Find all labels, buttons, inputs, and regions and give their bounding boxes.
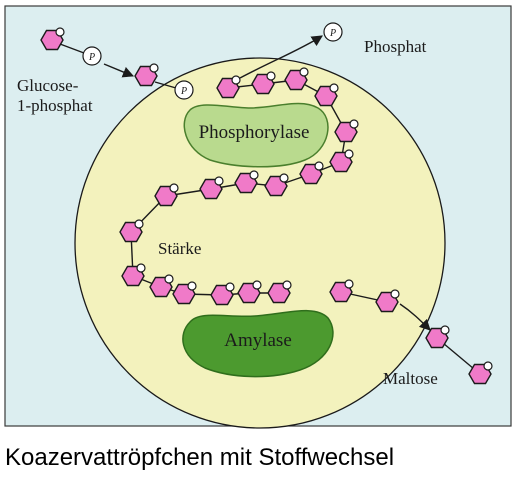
phosphate-symbol: P — [329, 28, 336, 39]
phosphat-label: Phosphat — [364, 37, 427, 56]
glucose-oh-group — [214, 176, 224, 186]
maltose-arrow — [399, 303, 431, 331]
coacervate-droplet — [74, 57, 446, 429]
glucose-chains — [40, 27, 493, 385]
glucose-oh-group — [249, 170, 259, 180]
phosphate-released: P — [239, 22, 343, 79]
uptake-arrow — [103, 63, 135, 78]
glucose-oh-group — [164, 274, 174, 284]
amylase-enzyme: Amylase — [182, 309, 334, 378]
glucose-oh-group — [329, 83, 339, 93]
glucose-oh-group — [282, 280, 292, 290]
phosphate-bond — [59, 43, 85, 54]
glucose-oh-group — [252, 280, 262, 290]
amylase-label: Amylase — [224, 330, 292, 351]
glucose-oh-group — [279, 173, 289, 183]
phosphorylase-label: Phosphorylase — [199, 122, 310, 143]
phosphate-circle — [323, 22, 343, 42]
glucose-oh-group — [390, 289, 400, 299]
glucose-oh-group — [349, 119, 359, 129]
phosphorylase-enzyme: Phosphorylase — [183, 102, 329, 168]
phosphate-symbol: P — [88, 52, 95, 63]
glucose-oh-group — [136, 263, 146, 273]
phosphate-symbol: P — [180, 86, 187, 97]
glucose-label-line1: Glucose- — [17, 76, 79, 95]
glucose-oh-group — [299, 67, 309, 77]
glucose-oh-group — [169, 183, 179, 193]
glucose-oh-group — [225, 282, 235, 292]
glucose-oh-group — [344, 279, 354, 289]
phosphate-bond — [154, 81, 177, 89]
glucose-label-line2: 1-phosphat — [17, 96, 93, 115]
glucose-oh-group — [149, 63, 159, 73]
glucose-oh-group — [134, 219, 144, 229]
phosphate-incoming: P P — [82, 46, 194, 100]
phosphate-circle — [82, 46, 102, 66]
glucose-oh-group — [440, 325, 450, 335]
figure-caption: Koazervattröpfchen mit Stoffwechsel — [5, 444, 394, 471]
maltose-label: Maltose — [383, 369, 438, 388]
glucose-oh-group — [483, 361, 493, 371]
glucose-oh-group — [231, 75, 241, 85]
glucose-oh-group — [344, 149, 354, 159]
glucose-oh-group — [266, 71, 276, 81]
staerke-label: Stärke — [158, 239, 201, 258]
phosphate-circle — [174, 80, 194, 100]
glucose-oh-group — [314, 161, 324, 171]
glucose-oh-group — [55, 27, 65, 37]
glucose-oh-group — [187, 281, 197, 291]
